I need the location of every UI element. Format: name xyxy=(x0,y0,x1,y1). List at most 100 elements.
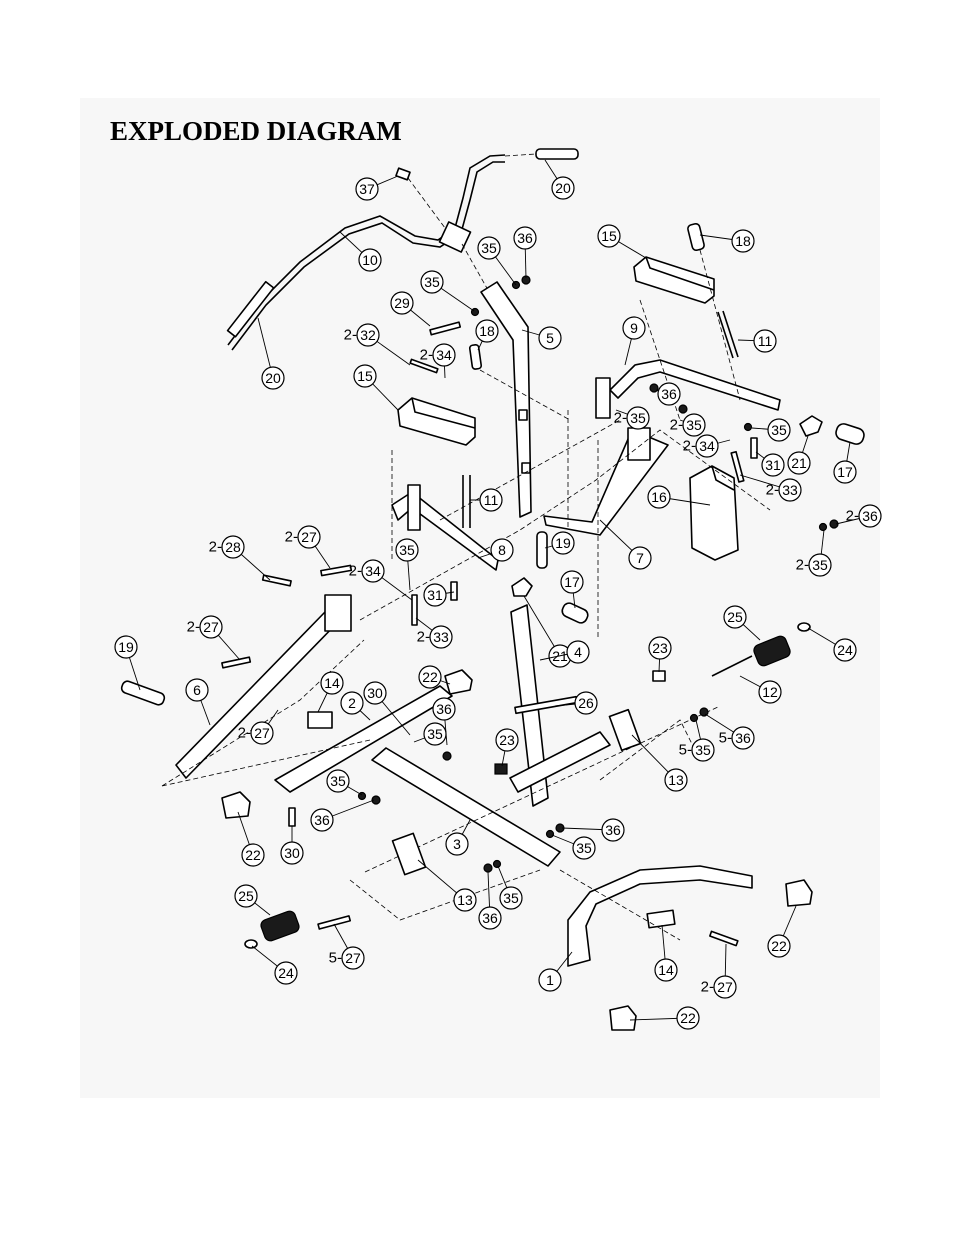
callout-bubble xyxy=(199,615,223,639)
base-beam xyxy=(274,685,453,793)
callout-number: 35 xyxy=(481,240,497,256)
callout-bubble xyxy=(429,625,453,649)
callout-bubble xyxy=(551,531,575,555)
callout-prefix: 5- xyxy=(329,950,342,967)
callout-number: 22 xyxy=(771,938,787,954)
callout-bubble xyxy=(241,843,265,867)
washer-5-35 xyxy=(689,713,699,723)
callout-bubble xyxy=(654,958,678,982)
callout-bubble xyxy=(833,638,857,662)
parts-drawing xyxy=(120,148,865,1031)
callout-bubble xyxy=(250,721,274,745)
callout-bubble xyxy=(753,329,777,353)
grip-20-path xyxy=(504,153,537,157)
callout-prefix: 2- xyxy=(238,725,251,742)
callout-bubble xyxy=(778,478,802,502)
callout-30: 30 xyxy=(363,681,411,736)
callout-bubble xyxy=(361,559,385,583)
callout-number: 35 xyxy=(576,840,592,856)
callout-bubble xyxy=(326,769,350,793)
callout-number: 27 xyxy=(254,725,270,741)
callout-10: 10 xyxy=(339,231,382,272)
callout-2-27: 272- xyxy=(187,615,241,661)
callout-bubble xyxy=(833,460,857,484)
callout-number: 23 xyxy=(652,640,668,656)
callout-number: 36 xyxy=(517,230,533,246)
callout-20: 20 xyxy=(544,159,575,200)
callout-number: 11 xyxy=(758,333,773,349)
rod-11-upper-b xyxy=(722,310,739,358)
callout-number: 35 xyxy=(330,773,346,789)
callout-prefix: 2- xyxy=(344,327,357,344)
guide-center xyxy=(359,429,771,621)
footcap-22-upper xyxy=(444,669,473,695)
callout-bubble xyxy=(358,248,382,272)
callout-prefix: 2- xyxy=(417,629,430,646)
callout-prefix: 2- xyxy=(766,482,779,499)
callout-number: 36 xyxy=(735,730,751,746)
callout-11: 11 xyxy=(737,329,777,353)
nut-36-base-a xyxy=(442,751,452,761)
callout-number: 24 xyxy=(278,965,294,981)
plate-14-left xyxy=(307,711,333,729)
callout-number: 27 xyxy=(203,619,219,635)
callout-number: 34 xyxy=(436,347,452,363)
callout-number: 15 xyxy=(357,368,373,384)
callout-bubble xyxy=(601,818,625,842)
callout-bubble xyxy=(597,224,621,248)
callout-number: 36 xyxy=(862,508,878,524)
callout-bubble xyxy=(234,884,258,908)
leg-arm-bracket xyxy=(324,594,352,632)
callout-2-35: 352- xyxy=(614,406,650,430)
callout-prefix: 2- xyxy=(846,508,859,525)
callout-number: 3 xyxy=(453,836,461,852)
callout-number: 35 xyxy=(630,410,646,426)
callout-bubble xyxy=(221,535,245,559)
callout-35: 35 xyxy=(497,865,523,910)
callout-number: 35 xyxy=(686,417,702,433)
callout-bubble xyxy=(423,583,447,607)
callout-22: 22 xyxy=(418,665,451,689)
seat-pad-upper xyxy=(633,256,715,304)
back-pad-16 xyxy=(689,465,739,561)
pin-18-left xyxy=(468,344,483,370)
roller-17-right xyxy=(835,423,865,445)
bracket-21-left xyxy=(511,577,533,597)
callout-23: 23 xyxy=(495,728,519,767)
callout-bubble xyxy=(664,768,688,792)
callout-12: 12 xyxy=(739,675,782,704)
callout-24: 24 xyxy=(251,945,298,985)
callout-number: 31 xyxy=(765,457,781,473)
callout-prefix: 2- xyxy=(349,563,362,580)
footcap-22-left xyxy=(221,791,251,819)
callout-5-36: 365- xyxy=(704,713,755,750)
callout-bubble xyxy=(418,665,442,689)
callout-2-34: 342- xyxy=(349,559,413,601)
bolt-2-27-upper xyxy=(320,564,353,577)
nut-2-36 xyxy=(829,519,839,529)
callout-prefix: 2- xyxy=(187,619,200,636)
callout-17: 17 xyxy=(833,441,857,484)
callout-bubble xyxy=(566,640,590,664)
callout-number: 18 xyxy=(479,323,495,339)
callout-number: 23 xyxy=(499,732,515,748)
callout-bubble xyxy=(341,946,365,970)
callout-prefix: 2- xyxy=(209,539,222,556)
callout-number: 6 xyxy=(193,682,201,698)
page-title: EXPLODED DIAGRAM xyxy=(110,116,402,146)
callout-number: 15 xyxy=(601,228,617,244)
callout-bubble xyxy=(499,886,523,910)
callout-bubble xyxy=(767,418,791,442)
callout-bubble xyxy=(648,636,672,660)
callout-bubble xyxy=(453,888,477,912)
callout-number: 25 xyxy=(238,888,254,904)
callout-bubble xyxy=(787,451,811,475)
callout-number: 7 xyxy=(636,550,644,566)
rod-11-upper xyxy=(717,311,734,359)
callout-bubble xyxy=(538,968,562,992)
bolt-2-33-right xyxy=(730,450,745,483)
callout-number: 22 xyxy=(680,1010,696,1026)
sleeve-path xyxy=(461,243,489,291)
callout-19: 19 xyxy=(114,635,141,691)
